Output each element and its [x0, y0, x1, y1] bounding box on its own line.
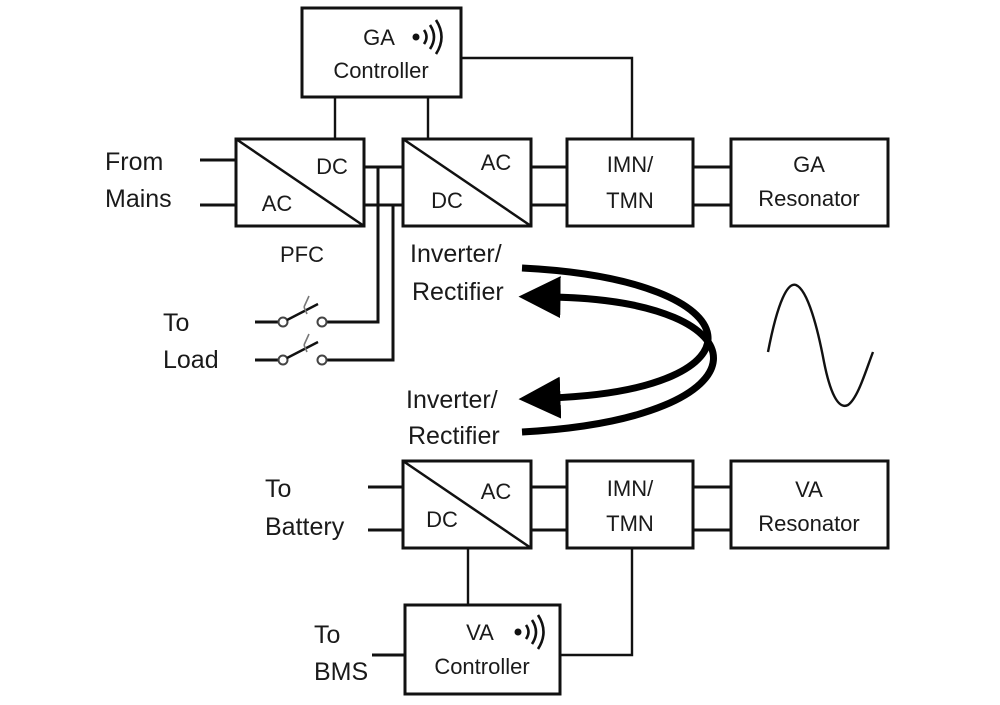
load-tap-bottom	[325, 205, 395, 362]
inverter-rectifier-bottom-line2: Rectifier	[408, 422, 500, 450]
switch-actuator-top	[303, 295, 310, 315]
ga-imn-tmn-block: IMN/ TMN	[565, 137, 695, 228]
ga-controller-line2: Controller	[333, 58, 428, 83]
arrow-down-flow	[518, 264, 712, 419]
va-imn-line1: IMN/	[607, 476, 654, 501]
va-resonator-line1: VA	[795, 477, 823, 502]
to-load-line1: To	[163, 309, 189, 337]
from-mains-line2: Mains	[105, 185, 172, 213]
va-controller-block: VA Controller	[403, 603, 562, 696]
wireless-signal-icon	[514, 614, 545, 650]
ga-controller-line1: GA	[363, 25, 395, 50]
load-switch-top	[277, 295, 328, 328]
ga-resonator-line2: Resonator	[758, 186, 860, 211]
ga-imn-line1: IMN/	[607, 152, 654, 177]
to-battery-line2: Battery	[265, 513, 345, 541]
to-load-line2: Load	[163, 346, 219, 374]
va-resonator-line2: Resonator	[758, 511, 860, 536]
switch-actuator-bottom	[303, 333, 310, 353]
sine-wave-icon	[766, 283, 875, 407]
to-bms-line2: BMS	[314, 658, 368, 686]
ga-controller-block: GA Controller	[300, 6, 463, 99]
ga-conv-dc-label: DC	[431, 188, 463, 213]
va-imn-line2: TMN	[606, 511, 654, 536]
va-controller-line2: Controller	[434, 654, 529, 679]
inverter-rectifier-top-line1: Inverter/	[410, 240, 502, 268]
ga-resonator-line1: GA	[793, 152, 825, 177]
power-flow-arrows	[518, 264, 717, 436]
load-tap-top	[325, 167, 380, 324]
pfc-dc-label: DC	[316, 154, 348, 179]
to-battery-line1: To	[265, 475, 291, 503]
wiring	[200, 56, 731, 657]
va-imn-tmn-block: IMN/ TMN	[565, 459, 695, 550]
va-conv-dc-label: DC	[426, 507, 458, 532]
inverter-rectifier-top-line2: Rectifier	[412, 278, 504, 306]
load-switch-bottom	[277, 333, 328, 366]
arrow-up-flow	[518, 276, 717, 436]
ga-imn-line2: TMN	[606, 188, 654, 213]
wireless-signal-icon	[412, 19, 443, 55]
va-controller-line1: VA	[466, 620, 494, 645]
to-bms-line1: To	[314, 621, 340, 649]
pfc-ac-label: AC	[262, 191, 293, 216]
va-conv-ac-label: AC	[481, 479, 512, 504]
va-ctrl-imn-link	[560, 548, 634, 657]
pfc-caption: PFC	[280, 242, 324, 267]
ga-ctrl-imn-link	[461, 56, 634, 139]
ga-conv-ac-label: AC	[481, 150, 512, 175]
pfc-converter-block: DC AC	[234, 137, 366, 228]
va-converter-block: AC DC	[401, 459, 533, 550]
ga-resonator-block: GA Resonator	[729, 137, 890, 228]
va-resonator-block: VA Resonator	[729, 459, 890, 550]
from-mains-line1: From	[105, 148, 163, 176]
ga-converter-block: AC DC	[401, 137, 533, 228]
inverter-rectifier-bottom-line1: Inverter/	[406, 386, 498, 414]
